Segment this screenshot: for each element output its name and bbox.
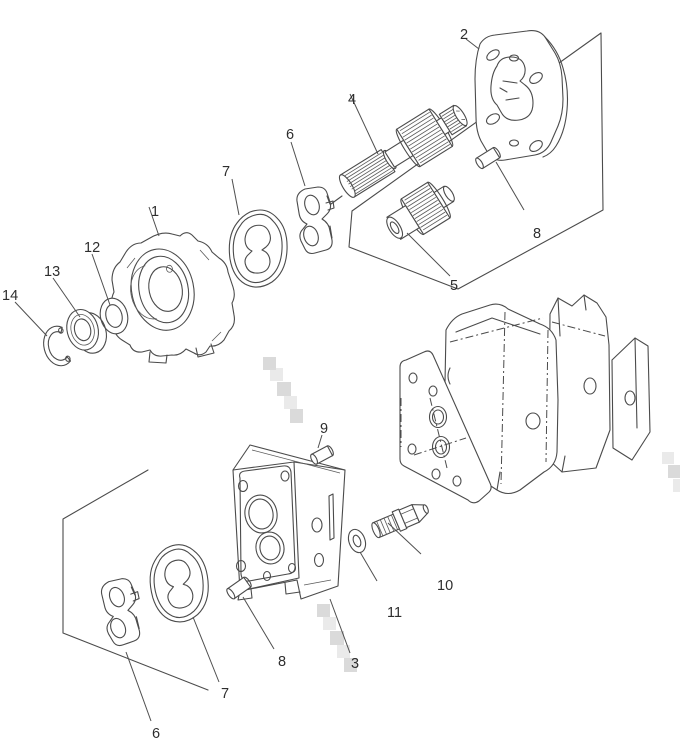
part-2-flange — [474, 30, 569, 161]
callout-3: 3 — [351, 656, 359, 672]
part-4-drive-shaft — [338, 104, 468, 198]
axis-line — [330, 195, 343, 205]
panel-bottom-left — [62, 469, 209, 691]
part-6-gasket-bottom — [100, 577, 143, 648]
callout-4: 4 — [348, 92, 356, 108]
part-1-pump-body — [110, 232, 235, 364]
part-7-gasket-bottom — [144, 540, 214, 627]
part-7-gasket-top — [228, 209, 288, 288]
callout-8-bottom: 8 — [278, 654, 286, 670]
part-8-pin-top — [475, 146, 501, 170]
callout-8-top: 8 — [533, 226, 541, 242]
callouts: 2 4 6 7 1 12 13 14 8 5 9 10 11 8 3 7 6 — [2, 27, 541, 742]
pump-assembly — [399, 294, 651, 504]
leader-lines — [14, 38, 525, 722]
part-6-gasket-top — [296, 186, 335, 255]
part-8-pin-bottom — [226, 576, 252, 600]
callout-10: 10 — [437, 578, 453, 594]
callout-7-top: 7 — [222, 164, 230, 180]
callout-2: 2 — [460, 27, 468, 43]
callout-13: 13 — [44, 264, 60, 280]
callout-6-top: 6 — [286, 127, 294, 143]
callout-7-bottom: 7 — [221, 686, 229, 702]
part-3-housing — [232, 444, 346, 601]
part-11-washer — [347, 528, 367, 554]
part-5-gear — [386, 181, 455, 240]
watermark-smudge — [263, 357, 680, 672]
callout-9: 9 — [320, 421, 328, 437]
part-9-pin — [310, 445, 334, 465]
callout-11: 11 — [387, 605, 402, 621]
callout-12: 12 — [84, 240, 100, 256]
callout-6-bottom: 6 — [152, 726, 160, 742]
callout-5: 5 — [450, 278, 458, 294]
callout-14: 14 — [2, 288, 18, 304]
part-12-ring — [99, 297, 129, 335]
part-10-fitting — [371, 504, 429, 539]
part-14-snap-ring — [43, 325, 72, 367]
part-13-bearing — [66, 308, 107, 354]
callout-1: 1 — [151, 204, 159, 220]
